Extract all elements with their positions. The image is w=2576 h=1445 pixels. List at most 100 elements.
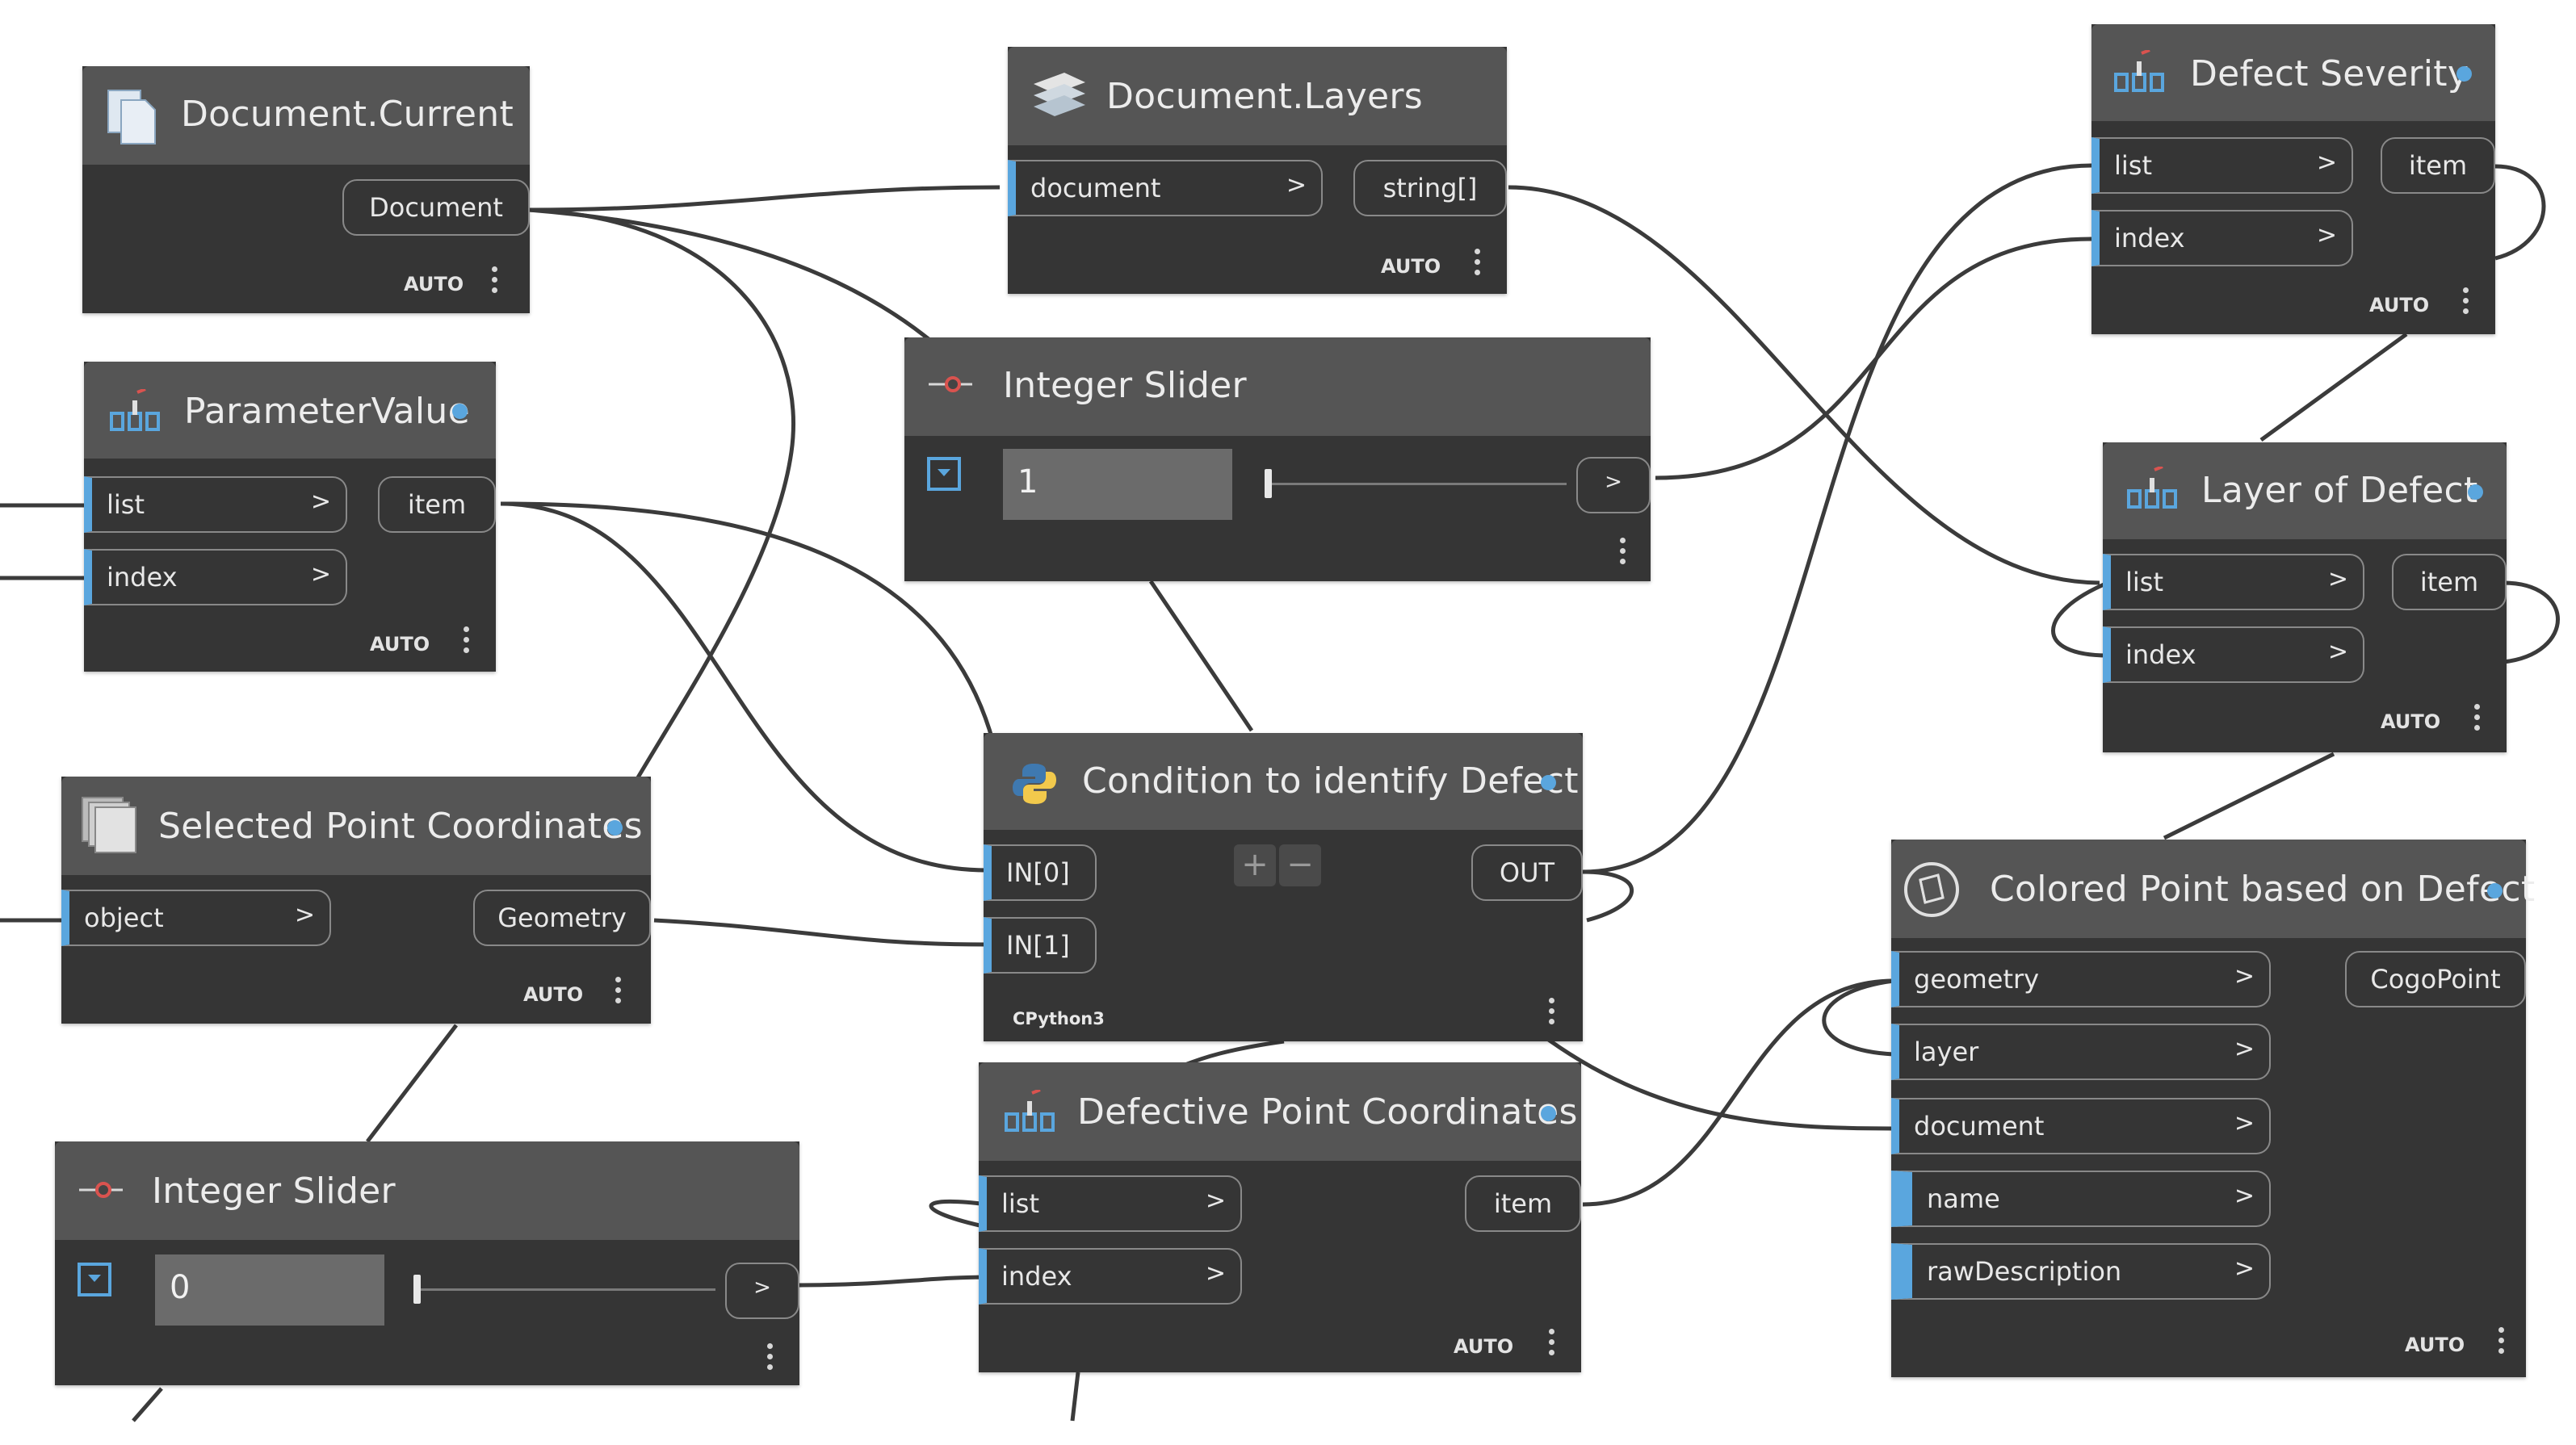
input-port-document[interactable]: document > <box>1008 160 1323 216</box>
input-port-index[interactable]: index> <box>84 549 347 605</box>
input-port-name[interactable]: name> <box>1891 1171 2271 1227</box>
wire-parameter-item-to-down <box>500 501 996 743</box>
node-header[interactable] <box>1891 840 2526 938</box>
slider-expand-toggle[interactable] <box>78 1263 111 1296</box>
port-label: CogoPoint <box>2370 964 2501 995</box>
wire-defective-list-loop <box>929 1199 988 1229</box>
node-document-layers[interactable]: Document.Layers document> string[] AUTO <box>1008 47 1507 294</box>
node-integer-slider-0[interactable]: Integer Slider 0 > <box>55 1141 799 1385</box>
node-header[interactable] <box>84 362 496 459</box>
node-menu-icon[interactable] <box>1620 538 1626 570</box>
node-header[interactable] <box>55 1141 799 1240</box>
node-document-current[interactable]: Document.Current Document AUTO <box>82 66 530 313</box>
port-label: Document <box>369 192 503 223</box>
input-port-document[interactable]: document> <box>1891 1098 2271 1154</box>
slider-track[interactable] <box>413 1288 715 1291</box>
input-port-index[interactable]: index> <box>979 1248 1242 1305</box>
lacing-label[interactable]: AUTO <box>1454 1335 1514 1358</box>
node-header[interactable] <box>1008 47 1507 145</box>
node-title: Integer Slider <box>152 1171 396 1212</box>
input-port-index[interactable]: index> <box>2091 210 2353 266</box>
node-title: Defective Point Coordinates <box>1077 1091 1578 1133</box>
node-condition-to-identify-defect[interactable]: Condition to identify Defect IN[0] IN[1]… <box>984 733 1583 1041</box>
node-menu-icon[interactable] <box>2498 1327 2505 1359</box>
lacing-label[interactable]: AUTO <box>370 633 430 655</box>
output-port-geometry[interactable]: Geometry <box>473 890 651 946</box>
wire-condition-out-loop <box>1582 869 1634 923</box>
input-port-in0[interactable]: IN[0] <box>984 844 1097 901</box>
node-colored-point-based-on-defect[interactable]: Colored Point based on Defect geometry> … <box>1891 840 2535 1377</box>
node-menu-icon[interactable] <box>767 1343 774 1376</box>
add-input-button[interactable]: + <box>1234 844 1276 886</box>
node-parameter-value[interactable]: ParameterValue list> index> item AUTO <box>84 362 496 672</box>
node-header[interactable] <box>82 66 530 165</box>
port-label: list <box>1001 1188 1039 1219</box>
input-port-object[interactable]: object> <box>61 890 331 946</box>
node-selected-point-coordinates[interactable]: Selected Point Coordinates object> Geome… <box>61 777 651 1024</box>
output-port-out[interactable]: OUT <box>1471 844 1583 901</box>
node-menu-icon[interactable] <box>2463 287 2469 320</box>
output-port-item[interactable]: item <box>378 476 496 533</box>
slider-value-field[interactable]: 1 <box>1003 449 1232 520</box>
node-menu-icon[interactable] <box>492 266 498 299</box>
output-port-item[interactable]: item <box>1465 1175 1581 1232</box>
input-port-geometry[interactable]: geometry> <box>1891 951 2271 1007</box>
lacing-label[interactable]: AUTO <box>1381 255 1441 278</box>
node-title: Defect Severity <box>2190 53 2469 94</box>
remove-input-button[interactable]: − <box>1279 844 1321 886</box>
node-menu-icon[interactable] <box>464 626 470 659</box>
node-menu-icon[interactable] <box>1549 1329 1555 1361</box>
output-port-item[interactable]: item <box>2381 137 2495 194</box>
port-label: index <box>2125 639 2196 670</box>
port-label: > <box>753 1275 771 1300</box>
node-defect-severity[interactable]: Defect Severity list> index> item AUTO <box>2091 24 2495 334</box>
port-label: document <box>1030 173 1161 203</box>
slider-track[interactable] <box>1265 483 1567 485</box>
slider-expand-toggle[interactable] <box>927 457 961 491</box>
input-port-in1[interactable]: IN[1] <box>984 917 1097 974</box>
node-header[interactable] <box>904 337 1651 436</box>
node-header[interactable] <box>984 733 1583 830</box>
node-header[interactable] <box>979 1062 1581 1161</box>
input-port-list[interactable]: list> <box>2103 554 2364 610</box>
lacing-label[interactable]: AUTO <box>404 273 464 295</box>
node-menu-icon[interactable] <box>2474 704 2481 736</box>
port-label: layer <box>1914 1037 1979 1067</box>
wire-defective-item-to-geometry <box>1582 978 1894 1207</box>
slider-icon <box>79 1182 123 1198</box>
port-label: object <box>84 903 164 933</box>
node-menu-icon[interactable] <box>1475 249 1481 281</box>
slider-thumb[interactable] <box>413 1275 421 1304</box>
output-port-cogo-point[interactable]: CogoPoint <box>2345 951 2526 1007</box>
input-port-raw-description[interactable]: rawDescription> <box>1891 1243 2271 1300</box>
output-port-item[interactable]: item <box>2392 554 2507 610</box>
input-port-list[interactable]: list> <box>979 1175 1242 1232</box>
input-port-index[interactable]: index> <box>2103 626 2364 683</box>
python-engine-label[interactable]: CPython3 <box>1013 1009 1105 1028</box>
wire-layer-index-loop <box>2051 580 2108 658</box>
port-label: index <box>2114 223 2185 253</box>
input-port-list[interactable]: list> <box>84 476 347 533</box>
output-port[interactable]: > <box>1576 457 1651 513</box>
wire-slider1-to-severity-index <box>1655 237 2092 480</box>
output-port-string-list[interactable]: string[] <box>1353 160 1507 216</box>
node-menu-icon[interactable] <box>1549 998 1555 1030</box>
lacing-label[interactable]: AUTO <box>2381 710 2441 733</box>
lacing-label[interactable]: AUTO <box>2405 1334 2465 1356</box>
lacing-label[interactable]: AUTO <box>523 983 584 1006</box>
node-menu-icon[interactable] <box>615 977 622 1009</box>
node-integer-slider-1[interactable]: Integer Slider 1 > <box>904 337 1651 581</box>
slider-thumb[interactable] <box>1265 469 1272 498</box>
input-port-layer[interactable]: layer> <box>1891 1024 2271 1080</box>
port-label: list <box>2114 150 2152 181</box>
chevron-right-icon: > <box>1286 171 1307 199</box>
node-layer-of-defect[interactable]: Layer of Defect list> index> item AUTO <box>2103 442 2507 752</box>
node-defective-point-coordinates[interactable]: Defective Point Coordinates list> index>… <box>979 1062 1581 1372</box>
output-port[interactable]: > <box>725 1263 799 1319</box>
node-title: Condition to identify Defect <box>1082 760 1579 802</box>
slider-value-field[interactable]: 0 <box>155 1254 384 1326</box>
node-header[interactable] <box>61 777 651 875</box>
output-port-document[interactable]: Document <box>342 179 530 236</box>
input-port-list[interactable]: list> <box>2091 137 2353 194</box>
lacing-label[interactable]: AUTO <box>2369 294 2430 316</box>
